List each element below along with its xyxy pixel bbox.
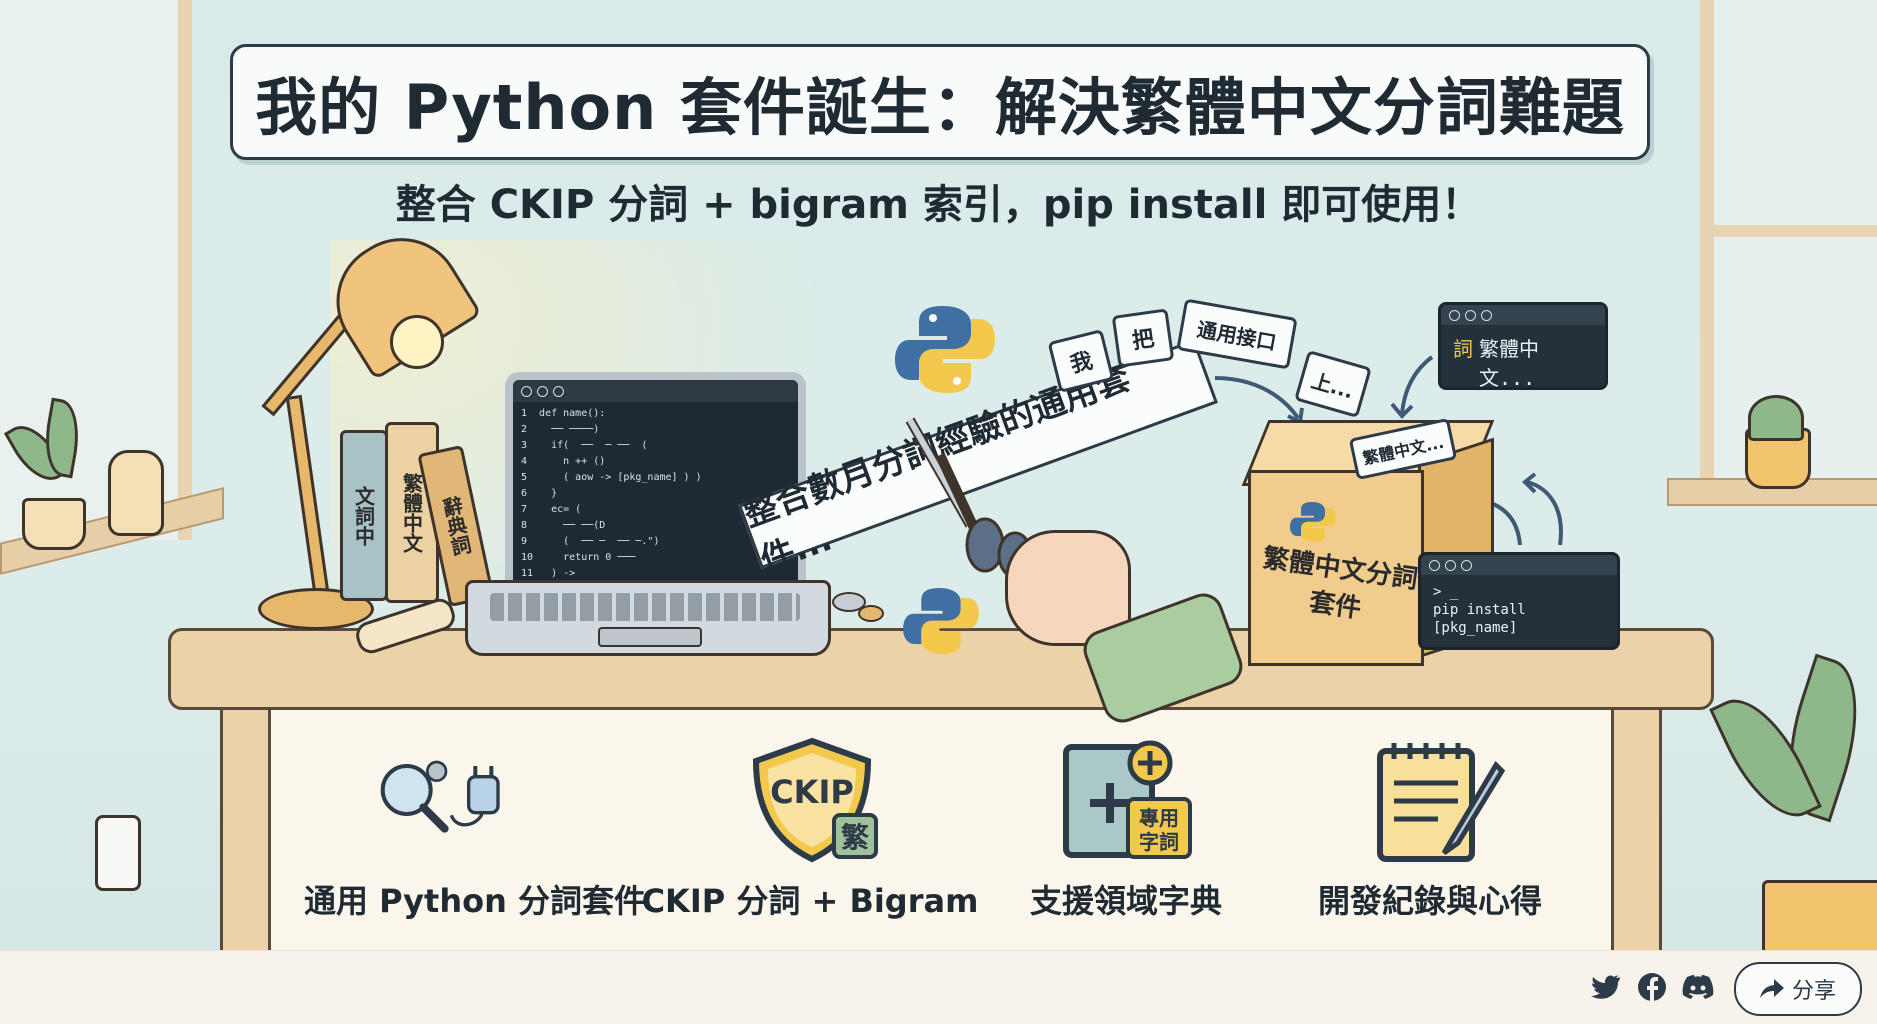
page-title: 我的 Python 套件誕生：解決繁體中文分詞難題	[255, 71, 1625, 144]
svg-text:字詞: 字詞	[1139, 830, 1179, 854]
laptop-keyboard	[465, 580, 831, 656]
svg-text:CKIP: CKIP	[770, 773, 854, 811]
terminal-window: 詞繁體中文...	[1438, 302, 1608, 390]
package-box-icon	[1248, 470, 1424, 666]
title-banner: 我的 Python 套件誕生：解決繁體中文分詞難題	[230, 44, 1650, 160]
discord-icon[interactable]	[1680, 969, 1716, 1005]
ckip-shield-icon: CKIP 繁	[752, 737, 878, 863]
arrow-icon	[1390, 355, 1434, 419]
python-logo-icon	[1290, 501, 1336, 543]
python-logo-icon	[903, 588, 979, 654]
terminal-window: > _ pip install [pkg_name]	[1418, 552, 1620, 650]
succulent-icon	[1748, 395, 1804, 441]
feature-label: 通用 Python 分詞套件	[303, 882, 647, 920]
vase	[108, 450, 164, 536]
twitter-icon[interactable]	[1588, 969, 1624, 1005]
feature-label: 開發紀錄與心得	[1317, 882, 1542, 920]
magnifier-gear-plug-icon	[380, 760, 500, 833]
dictionary-plus-icon: 專用 字詞	[1063, 740, 1192, 859]
wall-socket-icon	[95, 815, 141, 891]
share-bar	[0, 950, 1877, 1024]
facebook-icon[interactable]	[1634, 969, 1670, 1005]
notepad-pen-icon	[1377, 743, 1506, 862]
share-button[interactable]: 分享	[1734, 962, 1862, 1016]
subtitle: 整合 CKIP 分詞 + bigram 索引，pip install 即可使用！	[395, 182, 1482, 228]
share-arrow-icon	[1759, 979, 1784, 998]
plant-pot-left	[22, 498, 86, 550]
right-window	[1700, 0, 1877, 500]
book-1: 文詞中	[340, 430, 388, 601]
coin	[858, 605, 884, 622]
svg-text:專用: 專用	[1139, 806, 1179, 830]
arrow-icon	[1522, 472, 1563, 546]
coin	[832, 592, 866, 612]
feature-label: 支援領域字典	[1029, 882, 1222, 920]
lamp-bulb	[390, 315, 444, 369]
python-logo-icon	[895, 306, 995, 393]
feature-label: CKIP 分詞 + Bigram	[641, 882, 979, 920]
share-label: 分享	[1791, 979, 1836, 1004]
floating-card: 把	[1111, 308, 1175, 368]
code-editor: 1 def name(): 2 ── ────) 3 if( ── ─ ── (…	[521, 408, 702, 579]
svg-text:繁: 繁	[841, 821, 870, 854]
